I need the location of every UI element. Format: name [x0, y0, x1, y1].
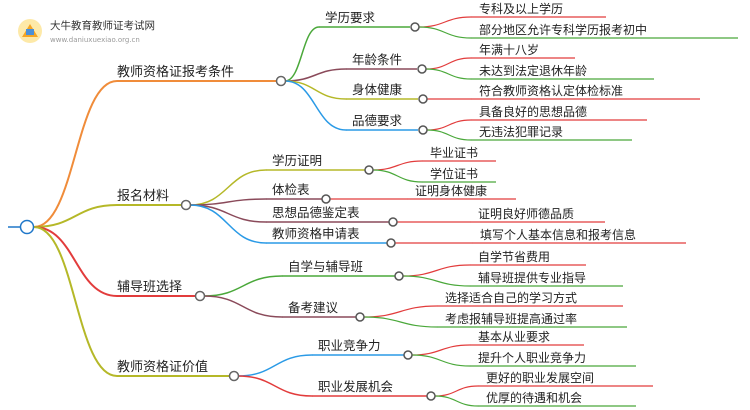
- leaf-label: 专科及以上学历: [479, 1, 563, 16]
- leaf-label: 优厚的待遇和机会: [486, 390, 582, 405]
- leaf-label: 毕业证书: [430, 146, 478, 160]
- subtopic-label: 思想品德鉴定表: [272, 205, 360, 220]
- branch-label: 辅导班选择: [117, 280, 182, 295]
- subtopic-connector: [189, 198, 267, 206]
- branch-label: 教师资格证报考条件: [117, 64, 234, 80]
- leaf-label: 自学节省费用: [478, 249, 550, 264]
- branch-connector: [33, 204, 118, 228]
- leaf-connector: [372, 169, 423, 183]
- leaf-connector: [426, 129, 472, 141]
- leaf-label: 辅导班提供专业指导: [478, 270, 586, 285]
- leaf-label: 证明良好师德品质: [478, 206, 574, 221]
- branch-collapse-node[interactable]: [194, 290, 206, 302]
- leaf-connector: [363, 316, 438, 328]
- leaf-connector: [425, 57, 472, 70]
- site-logo: 大牛教育教师证考试网 www.daniuxuexiao.org.cn: [18, 19, 155, 44]
- subtopic-collapse-node[interactable]: [410, 22, 420, 32]
- subtopic-collapse-node[interactable]: [403, 350, 413, 360]
- subtopic-collapse-node[interactable]: [417, 64, 427, 74]
- subtopic-connector: [284, 80, 347, 131]
- subtopic-label: 品德要求: [352, 113, 403, 128]
- subtopic-collapse-node[interactable]: [426, 391, 436, 401]
- subtopic-collapse-node[interactable]: [418, 125, 428, 135]
- subtopic-label: 学历证明: [272, 153, 322, 168]
- branch-collapse-node[interactable]: [180, 199, 192, 211]
- subtopic-connector: [237, 354, 313, 377]
- subtopic-collapse-node[interactable]: [386, 238, 396, 248]
- leaf-label: 填写个人基本信息和报考信息: [480, 227, 636, 242]
- subtopic-connector: [284, 26, 320, 82]
- logo-url: www.daniuxuexiao.org.cn: [50, 36, 140, 44]
- subtopic-collapse-node[interactable]: [355, 312, 365, 322]
- subtopic-connector: [203, 295, 283, 318]
- subtopic-label: 学历要求: [325, 10, 376, 25]
- branch-label: 教师资格证价值: [117, 359, 208, 375]
- leaf-connector: [418, 26, 472, 39]
- branch-connector: [33, 226, 118, 297]
- leaf-label: 考虑报辅导班提高通过率: [445, 311, 577, 326]
- subtopic-label: 自学与辅导班: [288, 259, 363, 274]
- leaf-label: 选择适合自己的学习方式: [445, 290, 577, 305]
- leaf-connector: [425, 68, 472, 80]
- leaf-connector: [426, 119, 472, 131]
- subtopic-label: 教师资格申请表: [272, 226, 360, 241]
- subtopic-collapse-node[interactable]: [418, 94, 428, 104]
- leaf-connector: [411, 344, 471, 356]
- leaf-label: 无违法犯罪记录: [479, 125, 563, 139]
- leaf-connector: [372, 160, 423, 171]
- branch-collapse-node[interactable]: [275, 75, 287, 87]
- subtopic-collapse-node[interactable]: [321, 194, 331, 204]
- subtopic-connector: [237, 375, 313, 397]
- subtopic-connector: [189, 204, 267, 244]
- subtopic-label: 年龄条件: [352, 52, 402, 67]
- branch-connector: [33, 80, 118, 228]
- branch-collapse-node[interactable]: [228, 370, 240, 382]
- logo-mark-icon: [26, 29, 34, 35]
- branch-label: 报名材料: [117, 188, 169, 204]
- branch-connector: [33, 226, 118, 377]
- subtopic-label: 职业竞争力: [318, 338, 381, 353]
- leaf-label: 具备良好的思想品德: [479, 104, 587, 119]
- leaf-label: 更好的职业发展空间: [486, 370, 594, 385]
- subtopic-label: 备考建议: [288, 300, 339, 315]
- leaf-label: 基本从业要求: [478, 330, 550, 344]
- subtopic-label: 职业发展机会: [318, 379, 394, 394]
- subtopic-label: 身体健康: [352, 82, 403, 97]
- leaf-connector: [363, 305, 438, 318]
- leaf-label: 证明身体健康: [415, 183, 487, 198]
- leaf-label: 年满十八岁: [479, 42, 539, 57]
- leaf-connector: [402, 275, 471, 287]
- subtopic-label: 体检表: [272, 182, 310, 197]
- leaf-connector: [434, 395, 479, 407]
- leaf-connector: [434, 385, 479, 397]
- root-node[interactable]: [19, 219, 35, 235]
- subtopic-connector: [284, 80, 347, 100]
- leaf-label: 未达到法定退休年龄: [479, 63, 587, 78]
- subtopic-collapse-node[interactable]: [364, 165, 374, 175]
- subtopic-collapse-node[interactable]: [394, 271, 404, 281]
- logo-title: 大牛教育教师证考试网: [50, 19, 155, 32]
- leaf-label: 部分地区允许专科学历报考初中: [479, 22, 647, 37]
- subtopic-connector: [203, 275, 283, 297]
- subtopic-connector: [189, 204, 267, 223]
- subtopic-connector: [284, 68, 347, 82]
- leaf-label: 学位证书: [430, 166, 478, 181]
- leaf-label: 提升个人职业竞争力: [478, 350, 586, 365]
- subtopic-collapse-node[interactable]: [388, 217, 398, 227]
- leaf-label: 符合教师资格认定体检标准: [479, 83, 623, 98]
- leaf-connector: [402, 264, 471, 277]
- leaf-connector: [411, 354, 471, 367]
- subtopic-connector: [189, 169, 267, 206]
- leaf-connector: [418, 16, 472, 28]
